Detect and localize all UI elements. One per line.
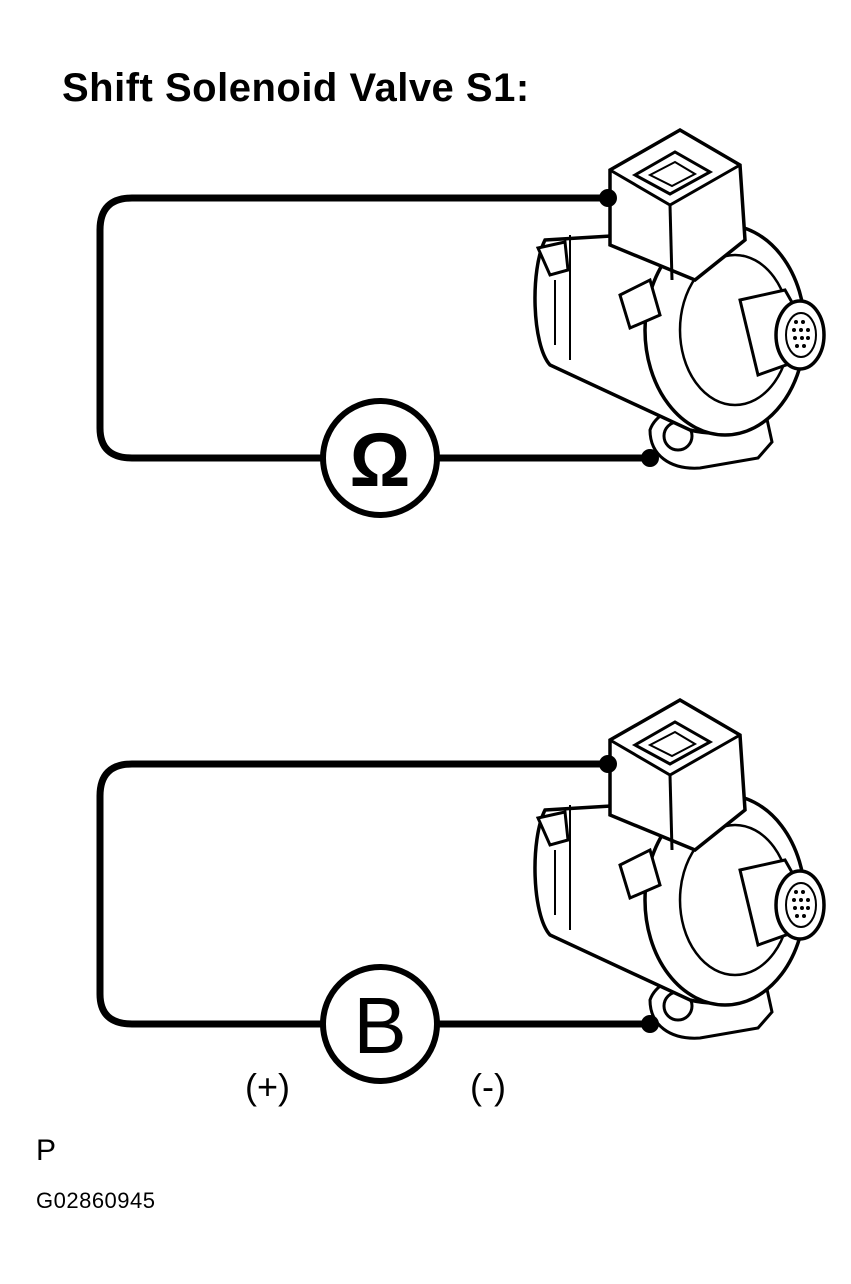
lead-wire-bottom-left [96, 760, 608, 1028]
resistance-check-circuit: Ω [96, 128, 826, 518]
terminal-ground-bottom [641, 1015, 659, 1033]
terminal-connector-bottom [599, 755, 617, 773]
lead-wire-top-left [96, 194, 608, 462]
terminal-ground-top [641, 449, 659, 467]
corner-mark: P [36, 1134, 57, 1167]
ohmmeter-symbol: Ω [350, 418, 411, 503]
battery-symbol: B [353, 981, 406, 1070]
ohmmeter-icon: Ω [320, 398, 440, 518]
solenoid-valve-bottom [533, 698, 826, 1040]
figure-code: G02860945 [36, 1188, 156, 1213]
terminal-connector-top [599, 189, 617, 207]
diagram-title: Shift Solenoid Valve S1: [62, 66, 530, 110]
battery-icon: B [320, 964, 440, 1084]
solenoid-valve-top [533, 128, 826, 470]
positive-terminal-label: (+) [245, 1066, 290, 1107]
negative-terminal-label: (-) [470, 1066, 506, 1107]
battery-check-circuit: B [96, 698, 826, 1084]
